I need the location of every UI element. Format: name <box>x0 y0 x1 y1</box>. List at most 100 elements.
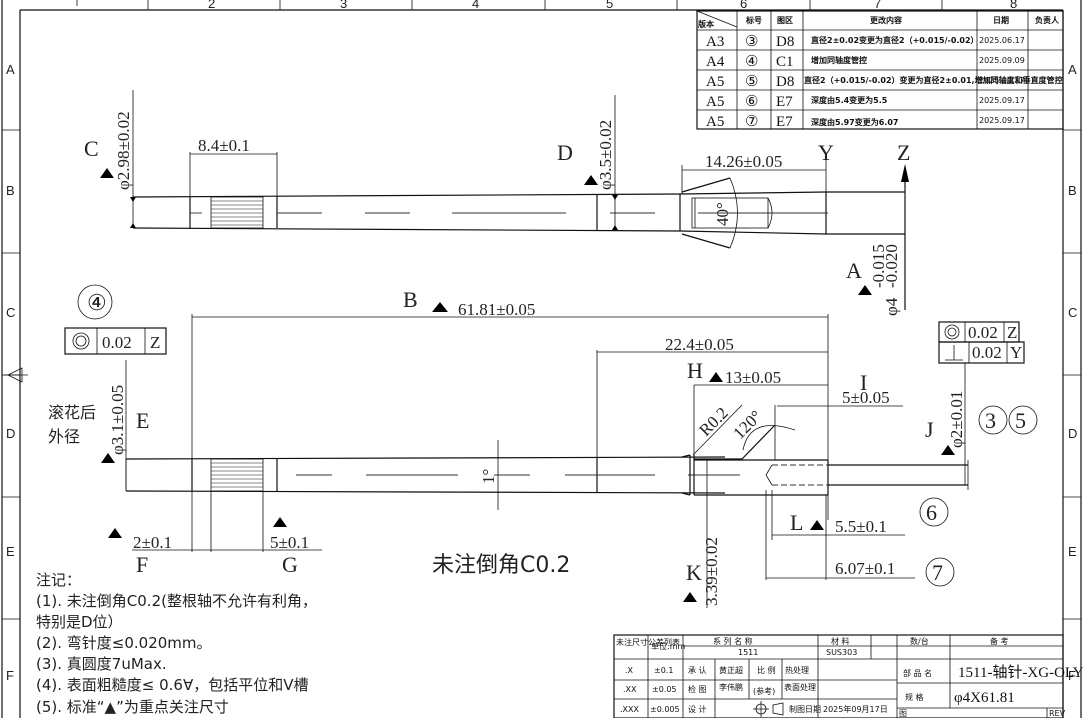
svg-text:7: 7 <box>932 560 943 585</box>
svg-text:I: I <box>860 370 867 395</box>
svg-text:版本: 版本 <box>697 19 714 29</box>
svg-text:.X: .X <box>625 666 634 675</box>
svg-text:(1). 未注倒角C0.2(整根轴不允许有利角，: (1). 未注倒角C0.2(整根轴不允许有利角， <box>36 592 317 610</box>
svg-text:图区: 图区 <box>777 16 793 25</box>
perpendicularity-icon <box>945 345 963 361</box>
revision-table: 版本 标号 图区 更改内容 日期 负责人 A3 ③ D8 直径2±0.02变更为… <box>696 10 1064 130</box>
svg-text:A3: A3 <box>706 34 724 50</box>
svg-text:2025.06.17: 2025.06.17 <box>979 36 1025 45</box>
svg-text:D8: D8 <box>776 34 794 50</box>
zone-labels: 2 3 4 5 6 7 8 A B C D E F A B C D E F <box>6 0 1077 683</box>
svg-text:φ2±0.01: φ2±0.01 <box>947 391 966 448</box>
revision-row: A4 ④ C1 增加同轴度管控 2025.09.09 <box>706 54 1025 70</box>
svg-text:注记：: 注记： <box>36 571 81 589</box>
svg-text:6.07±0.1: 6.07±0.1 <box>835 559 895 578</box>
svg-text:增加同轴度管控: 增加同轴度管控 <box>811 55 867 65</box>
svg-text:3: 3 <box>340 0 347 11</box>
svg-text:5.5±0.1: 5.5±0.1 <box>835 517 887 536</box>
revision-row: A5 ⑦ E7 深度由5.97变更为6.07 2025.09.17 <box>706 114 1025 130</box>
svg-text:φ3.1±0.05: φ3.1±0.05 <box>108 385 127 455</box>
svg-text:E: E <box>136 408 149 433</box>
svg-text:E: E <box>1068 544 1077 559</box>
svg-text:G: G <box>282 552 298 577</box>
svg-text:C: C <box>1068 305 1077 320</box>
svg-text:1511: 1511 <box>738 648 758 657</box>
svg-text:-0.015: -0.015 <box>869 244 888 288</box>
concentricity-icon <box>72 332 90 350</box>
svg-text:⑦: ⑦ <box>745 114 758 130</box>
svg-text:深度由5.4变更为5.5: 深度由5.4变更为5.5 <box>811 95 888 105</box>
svg-text:B: B <box>1068 183 1077 198</box>
svg-text:A5: A5 <box>706 114 724 130</box>
svg-text:Z: Z <box>1007 323 1017 342</box>
svg-text:黄正超: 黄正超 <box>719 665 743 675</box>
concentricity-icon <box>944 324 960 340</box>
svg-text:制图日期: 制图日期 <box>789 704 821 714</box>
svg-text:K: K <box>686 560 702 585</box>
svg-text:φ2.98±0.02: φ2.98±0.02 <box>114 111 133 190</box>
key-dim-marker-icon <box>100 168 114 178</box>
svg-text:D8: D8 <box>776 74 794 90</box>
svg-text:2025.09.09: 2025.09.09 <box>979 56 1025 65</box>
svg-text:SUS303: SUS303 <box>826 648 857 657</box>
revision-row: A5 ⑤ D8 直径2（+0.015/-0.02）变更为直径2±0.01,增加同… <box>706 74 1063 90</box>
svg-text:6: 6 <box>926 500 937 525</box>
top-view-shaft: 40° φ2.98±0.02 C 8.4±0.1 φ3.5±0.02 D 14.… <box>84 90 910 316</box>
svg-text:备 考: 备 考 <box>990 636 1009 646</box>
svg-text:A5: A5 <box>706 74 724 90</box>
svg-text:φ3.5±0.02: φ3.5±0.02 <box>596 120 615 190</box>
svg-text:3: 3 <box>985 408 996 433</box>
svg-text:日期: 日期 <box>993 15 1009 25</box>
svg-text:5: 5 <box>1015 408 1026 433</box>
svg-text:③: ③ <box>745 34 758 50</box>
svg-text:H: H <box>687 358 703 383</box>
svg-text:1511-轴针-XG-OLY: 1511-轴针-XG-OLY <box>958 664 1083 681</box>
svg-text:④: ④ <box>87 290 107 315</box>
svg-text:(5). 标准“▲”为重点关注尺寸: (5). 标准“▲”为重点关注尺寸 <box>36 698 229 716</box>
svg-text:D: D <box>1068 426 1077 441</box>
svg-text:2±0.1: 2±0.1 <box>133 533 172 552</box>
svg-text:C1: C1 <box>776 54 794 70</box>
front-view-shaft: ④ 0.02 Z B 61.81±0.05 <box>48 284 1038 608</box>
geometric-tolerance-frame-right: 0.02 Z 0.02 Y <box>938 321 1025 364</box>
svg-text:数/台: 数/台 <box>910 636 929 646</box>
svg-text:22.4±0.05: 22.4±0.05 <box>665 335 734 354</box>
svg-text:标号: 标号 <box>745 15 762 25</box>
svg-text:未注尺寸公差列表: 未注尺寸公差列表 <box>616 637 680 647</box>
svg-text:图: 图 <box>899 709 907 718</box>
svg-text:规 格: 规 格 <box>905 692 924 702</box>
notes: 注记： (1). 未注倒角C0.2(整根轴不允许有利角， 特别是D位） (2).… <box>36 571 317 716</box>
svg-text:61.81±0.05: 61.81±0.05 <box>458 300 535 319</box>
svg-text:5: 5 <box>606 0 613 11</box>
revision-row: A5 ⑥ E7 深度由5.4变更为5.5 2025.09.17 <box>706 94 1025 110</box>
svg-text:2: 2 <box>208 0 215 11</box>
svg-text:表面处理: 表面处理 <box>784 682 816 692</box>
datum-arrow-icon <box>901 164 909 182</box>
svg-text:设 计: 设 计 <box>688 704 707 714</box>
svg-text:更改内容: 更改内容 <box>870 15 902 25</box>
svg-text:比 例: 比 例 <box>757 665 776 675</box>
svg-text:⑤: ⑤ <box>745 74 758 90</box>
svg-text:E: E <box>6 544 15 559</box>
svg-text:D: D <box>557 140 573 165</box>
svg-text:(3). 真圆度7uMax.: (3). 真圆度7uMax. <box>36 655 167 673</box>
svg-text:-0.020: -0.020 <box>882 244 901 288</box>
svg-text:特别是D位）: 特别是D位） <box>36 613 123 631</box>
svg-text:④: ④ <box>745 54 758 70</box>
svg-text:2025年09月17日: 2025年09月17日 <box>823 704 888 714</box>
svg-text:E7: E7 <box>776 114 793 130</box>
svg-text:C: C <box>6 305 15 320</box>
svg-text:直径2（+0.015/-0.02）变更为直径2±0.01,增: 直径2（+0.015/-0.02）变更为直径2±0.01,增加同轴度和垂直度管控 <box>804 75 1063 85</box>
revision-row: A3 ③ D8 直径2±0.02变更为直径2（+0.015/-0.02） 202… <box>706 34 1025 50</box>
svg-text:0.02: 0.02 <box>968 323 998 342</box>
svg-text:Y: Y <box>818 140 834 165</box>
svg-text:李伟鹏: 李伟鹏 <box>719 682 743 692</box>
svg-text:7: 7 <box>874 0 881 11</box>
svg-text:2025.09.17: 2025.09.17 <box>979 116 1025 125</box>
svg-text:F: F <box>1068 668 1076 683</box>
svg-text:Y: Y <box>1010 343 1022 362</box>
svg-text:单位:mm: 单位:mm <box>651 641 685 651</box>
svg-text:部 品 名: 部 品 名 <box>903 668 932 678</box>
svg-text:REV: REV <box>1049 709 1066 718</box>
